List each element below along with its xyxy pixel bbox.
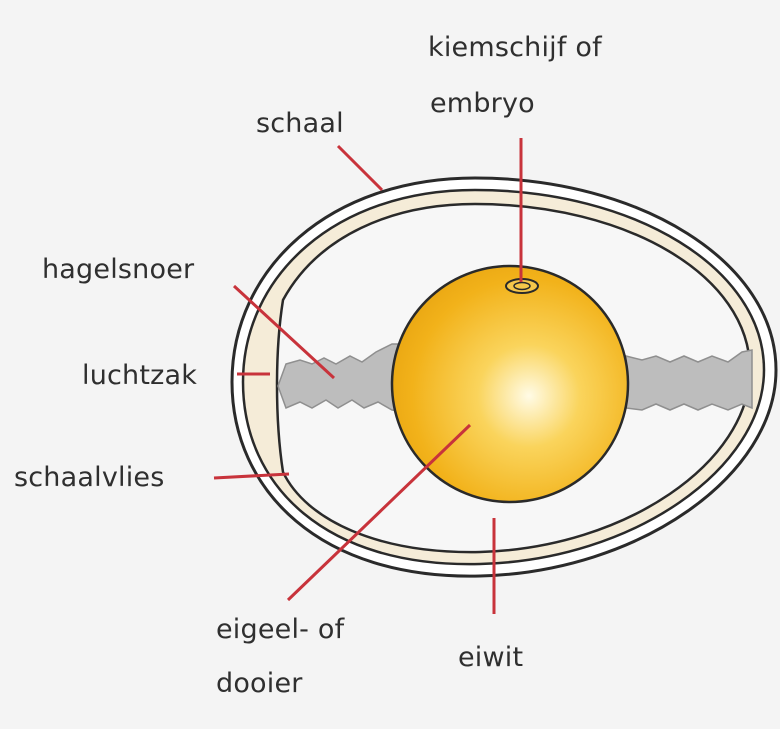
label-kiemschijf-line1: kiemschijf of [428, 32, 602, 63]
label-eigeel-line2: dooier [216, 668, 303, 699]
germinal-disc-inner [513, 281, 531, 291]
label-eiwit: eiwit [458, 642, 524, 673]
leader-eigeel [286, 423, 472, 602]
leader-schaal [336, 144, 384, 192]
label-luchtzak: luchtzak [82, 360, 198, 391]
leader-hagelsnoer [232, 284, 336, 380]
label-kiemschijf-line2: embryo [430, 88, 535, 119]
chalaza-right [625, 349, 753, 411]
leader-schaalvlies [213, 472, 290, 480]
label-schaal: schaal [256, 108, 344, 139]
label-hagelsnoer: hagelsnoer [42, 254, 195, 285]
label-schaalvlies: schaalvlies [14, 462, 165, 493]
label-eigeel-line1: eigeel- of [216, 614, 345, 645]
